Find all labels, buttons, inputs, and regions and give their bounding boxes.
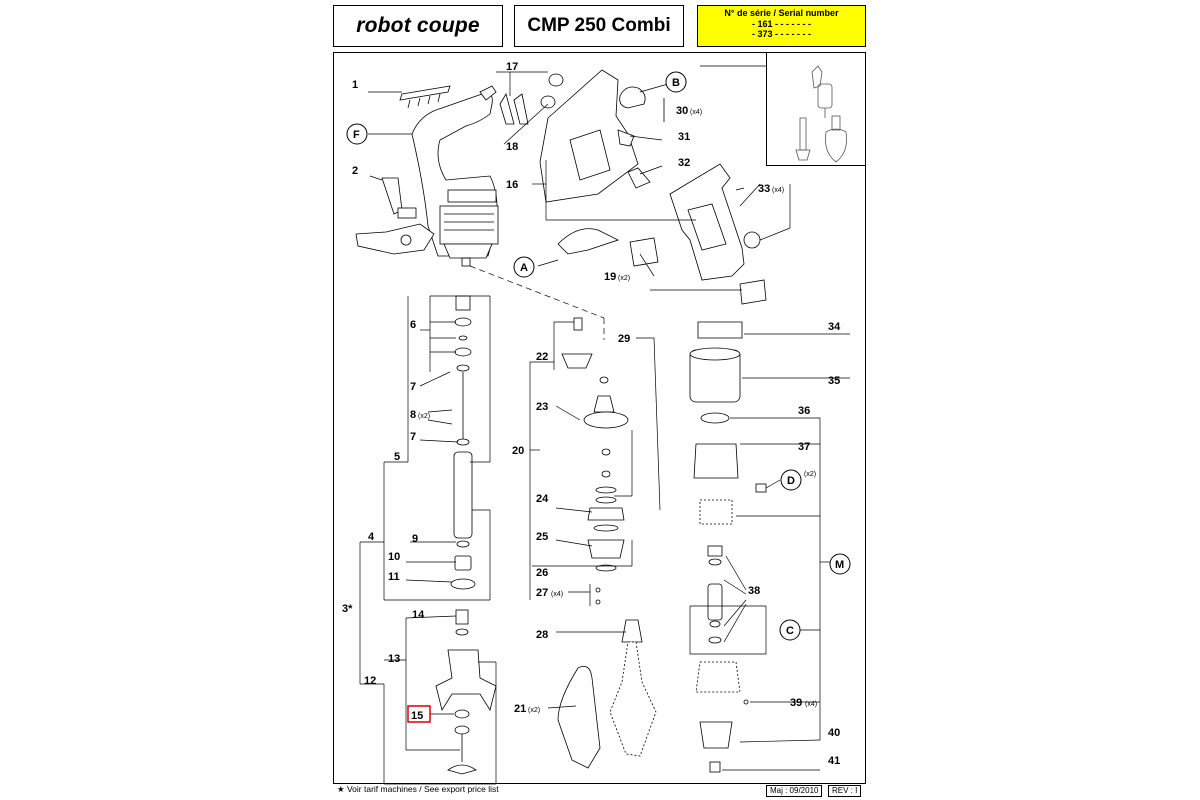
callout-F	[346, 123, 368, 145]
label-part-15: 15	[411, 710, 423, 722]
label-part-13: 13	[388, 653, 400, 665]
callout-D	[780, 469, 802, 491]
callout-C	[779, 619, 801, 641]
qty-part-8: (x2)	[418, 413, 430, 420]
callout-circles	[346, 71, 851, 641]
label-part-1: 1	[352, 79, 358, 91]
callout-label-C: C	[786, 625, 794, 637]
label-part-10: 10	[388, 551, 400, 563]
serial-title: N° de série / Serial number	[724, 8, 839, 18]
footer-date: Maj : 09/2010	[766, 785, 823, 797]
label-part-28: 28	[536, 629, 548, 641]
callout-M	[829, 553, 851, 575]
part-1-wall-bracket	[399, 85, 451, 109]
footer-revision: REV : I	[828, 785, 862, 797]
label-part-18: 18	[506, 141, 518, 153]
label-part-4: 4	[368, 531, 375, 543]
motor-parts-column	[689, 321, 767, 773]
label-part-25: 25	[536, 531, 548, 543]
label-part-8: 8	[410, 409, 416, 421]
label-part-24: 24	[536, 493, 549, 505]
label-part-31: 31	[678, 131, 690, 143]
handle-shell-drawing	[499, 69, 665, 255]
serial-line-2: - 373 - - - - - - -	[752, 29, 811, 39]
label-part-2: 2	[352, 165, 358, 177]
label-part-35: 35	[828, 375, 840, 387]
product-thumbnail-inset	[766, 52, 866, 166]
blade-foot-drawing	[435, 609, 497, 775]
qty-part-30: (x4)	[690, 109, 702, 116]
label-part-30: 30	[676, 105, 688, 117]
gearbox-column	[557, 317, 657, 769]
label-part-40: 40	[828, 727, 840, 739]
qty-part-39: (x4)	[805, 701, 817, 708]
label-part-34: 34	[828, 321, 841, 333]
callout-B	[665, 71, 687, 93]
label-part-3: 3*	[342, 603, 353, 615]
model-title: CMP 250 Combi	[514, 5, 684, 47]
label-part-32: 32	[678, 157, 690, 169]
label-part-29: 29	[618, 333, 630, 345]
label-part-23: 23	[536, 401, 548, 413]
brand-logo: robot coupe	[333, 5, 503, 47]
callout-label-F: F	[353, 129, 360, 141]
label-part-14: 14	[412, 609, 425, 621]
part-15-highlight	[407, 705, 431, 723]
blender-shaft-column	[450, 295, 476, 590]
label-part-16: 16	[506, 179, 518, 191]
footer-note: ★ Voir tarif machines / See export price…	[337, 784, 499, 794]
serial-number-box: N° de série / Serial number - 161 - - - …	[697, 5, 866, 47]
qty-part-27: (x4)	[551, 591, 563, 598]
label-part-12: 12	[364, 675, 376, 687]
label-part-27: 27	[536, 587, 548, 599]
label-part-7a: 7	[410, 381, 416, 393]
motor-housing-drawing	[411, 85, 499, 267]
label-part-20: 20	[512, 445, 524, 457]
callout-A	[513, 256, 535, 278]
label-part-26: 26	[536, 567, 548, 579]
label-part-41: 41	[828, 755, 840, 767]
label-part-6: 6	[410, 319, 416, 331]
label-part-17: 17	[506, 61, 518, 73]
label-part-11: 11	[388, 571, 400, 583]
label-part-33: 33	[758, 183, 770, 195]
serial-line-1: - 161 - - - - - - -	[752, 18, 811, 29]
callout-label-A: A	[520, 262, 528, 274]
label-part-9: 9	[412, 533, 418, 545]
inset-blender-drawing	[795, 65, 847, 163]
qty-part-33: (x4)	[772, 187, 784, 194]
label-part-39: 39	[790, 697, 802, 709]
model-text: CMP 250 Combi	[527, 15, 671, 36]
label-part-36: 36	[798, 405, 810, 417]
qty-part-19: (x2)	[618, 275, 630, 282]
qty-part-21: (x2)	[528, 707, 540, 714]
callout-label-D: D	[787, 475, 795, 487]
qty-callout-D: (x2)	[804, 471, 816, 478]
part-2-handle-assembly	[355, 177, 435, 255]
label-part-5: 5	[394, 451, 400, 463]
callout-label-B: B	[672, 77, 680, 89]
label-part-38: 38	[748, 585, 760, 597]
brand-text: robot coupe	[356, 14, 480, 37]
label-part-37: 37	[798, 441, 810, 453]
handle-half-right-drawing	[629, 163, 767, 305]
callout-label-M: M	[835, 559, 844, 571]
leader-lines	[359, 65, 850, 785]
label-part-19: 19	[604, 271, 616, 283]
label-part-7b: 7	[410, 431, 416, 443]
label-part-22: 22	[536, 351, 548, 363]
label-part-21: 21	[514, 703, 526, 715]
